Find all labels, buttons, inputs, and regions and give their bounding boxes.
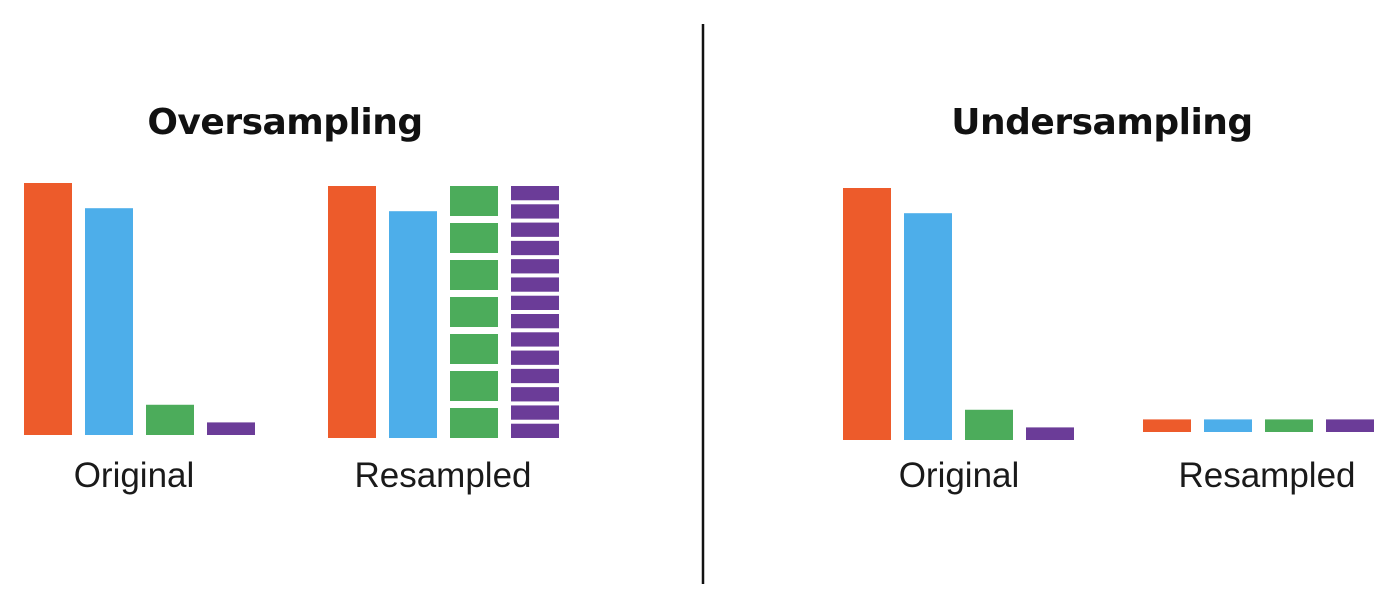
oversampling-resampled-purple-bar-segment bbox=[511, 314, 559, 329]
undersampling-original-blue-bar bbox=[904, 213, 952, 440]
undersampling-resampled-green-bar bbox=[1265, 419, 1313, 432]
oversampling-resampled-blue-bar bbox=[389, 211, 437, 438]
undersampling-original-green-bar bbox=[965, 409, 1013, 440]
oversampling-resampled-green-bar bbox=[450, 186, 498, 438]
oversampling-resampled-green-bar-segment bbox=[450, 260, 498, 290]
oversampling-resampled-label: Resampled bbox=[354, 456, 531, 495]
oversampling-resampled-purple-bar-segment bbox=[511, 222, 559, 237]
oversampling-resampled-green-bar-segment bbox=[450, 186, 498, 216]
undersampling-resampled-blue-bar bbox=[1204, 419, 1252, 432]
undersampling-title: Undersampling bbox=[951, 102, 1252, 143]
undersampling-original-orange-bar bbox=[843, 188, 891, 440]
oversampling-resampled-purple-bar-segment bbox=[511, 423, 559, 438]
oversampling-resampled-purple-bar-segment bbox=[511, 295, 559, 310]
oversampling-resampled-green-bar-segment bbox=[450, 371, 498, 401]
oversampling-resampled-purple-bar-segment bbox=[511, 332, 559, 347]
oversampling-resampled-green-bar-segment bbox=[450, 297, 498, 327]
oversampling-original-orange-bar bbox=[24, 183, 72, 435]
undersampling-resampled-orange-bar bbox=[1143, 419, 1191, 432]
oversampling-resampled-purple-bar-segment bbox=[511, 368, 559, 384]
oversampling-resampled-purple-bar-segment bbox=[511, 405, 559, 420]
oversampling-original-blue-bar bbox=[85, 208, 133, 435]
oversampling-resampled-purple-bar-segment bbox=[511, 204, 559, 219]
undersampling-original-label: Original bbox=[899, 456, 1020, 495]
oversampling-original-green-bar bbox=[146, 404, 194, 435]
oversampling-resampled-purple-bar-segment bbox=[511, 387, 559, 402]
oversampling-resampled-purple-bar-segment bbox=[511, 186, 559, 201]
oversampling-resampled-green-bar-segment bbox=[450, 334, 498, 364]
undersampling-resampled-label: Resampled bbox=[1178, 456, 1355, 495]
oversampling-resampled-purple-bar-segment bbox=[511, 259, 559, 274]
oversampling-resampled-green-bar-segment bbox=[450, 223, 498, 253]
undersampling-original-purple-bar bbox=[1026, 427, 1074, 440]
oversampling-original-purple-bar bbox=[207, 422, 255, 435]
oversampling-resampled-purple-bar bbox=[511, 186, 559, 438]
oversampling-resampled-orange-bar bbox=[328, 186, 376, 438]
oversampling-title: Oversampling bbox=[147, 102, 422, 143]
oversampling-original-label: Original bbox=[74, 456, 195, 495]
oversampling-resampled-purple-bar-segment bbox=[511, 350, 559, 365]
oversampling-resampled-purple-bar-segment bbox=[511, 240, 559, 256]
bars-layer bbox=[24, 183, 1374, 440]
undersampling-resampled-purple-bar bbox=[1326, 419, 1374, 432]
oversampling-resampled-green-bar-segment bbox=[450, 408, 498, 438]
oversampling-resampled-purple-bar-segment bbox=[511, 277, 559, 292]
